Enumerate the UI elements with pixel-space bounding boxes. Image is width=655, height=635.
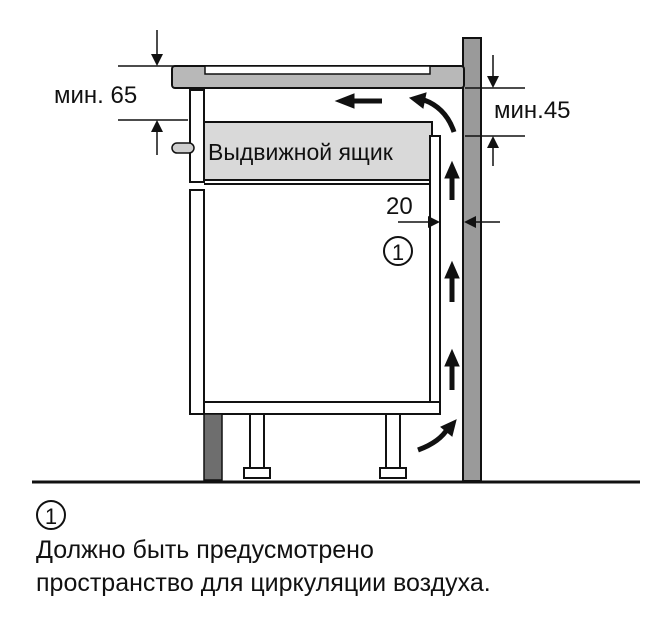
gap-20-label: 20 xyxy=(386,193,413,220)
airflow-arrow-bottom-head xyxy=(440,419,457,437)
min-45-label: мин.45 xyxy=(494,97,571,124)
legend-line-1: Должно быть предусмотрено xyxy=(36,536,374,564)
installation-diagram xyxy=(32,30,640,484)
leg-left-foot xyxy=(243,467,271,479)
legend-line-2: пространство для циркуляции воздуха. xyxy=(36,569,491,597)
cabinet-bottom xyxy=(203,401,441,415)
leg-left xyxy=(249,413,265,471)
cooktop-glass xyxy=(204,65,431,75)
airflow-arrow-top-curve xyxy=(423,97,457,133)
airflow-arrows xyxy=(334,92,460,453)
legend: 1 Должно быть предусмотрено пространство… xyxy=(36,500,636,600)
leg-right-foot xyxy=(379,467,407,479)
drawer-handle xyxy=(171,142,195,154)
drawer-label: Выдвижной ящик xyxy=(208,139,393,165)
airflow-arrow-bottom-curve xyxy=(417,426,451,453)
plinth xyxy=(203,413,223,481)
callout-1: 1 xyxy=(383,236,413,266)
wall xyxy=(462,37,482,482)
airflow-arrow-top-head xyxy=(408,92,427,109)
front-panel-top xyxy=(189,89,205,183)
legend-marker: 1 xyxy=(36,500,66,530)
min-65-label: мин. 65 xyxy=(54,82,138,109)
cabinet-back-panel xyxy=(429,135,441,405)
cabinet-body xyxy=(189,189,205,415)
drawer xyxy=(203,121,433,181)
leg-right xyxy=(385,413,401,471)
